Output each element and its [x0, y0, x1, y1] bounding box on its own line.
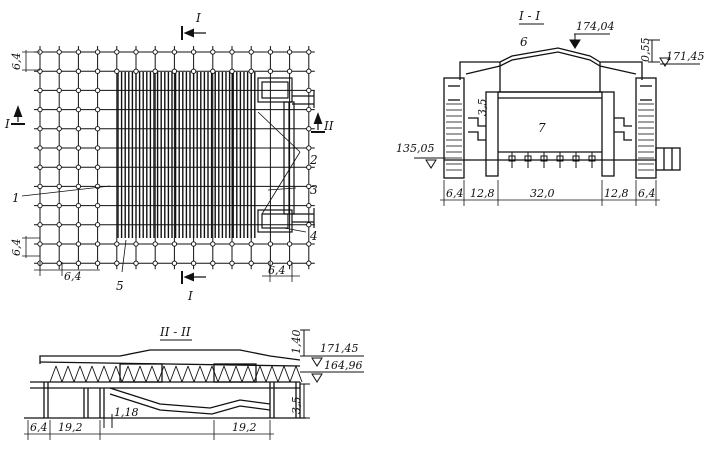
section-2-span-dimension-line	[24, 420, 274, 440]
section-2-elev-top: 171,45	[320, 342, 359, 355]
section-1-span-dimension-line	[440, 180, 660, 206]
plan-inner-hatching	[117, 72, 256, 238]
plan-callout-2: 2	[309, 153, 318, 167]
plan-grid-nodes	[37, 49, 312, 266]
section-1-span-1: 6,4	[446, 187, 464, 200]
section-1-elev-left: 135,05	[396, 142, 435, 155]
section-1-elev-right: 171,45	[666, 50, 705, 63]
plan-right-equipment	[257, 77, 315, 233]
section-1-hall-posts	[508, 152, 596, 168]
plan-callout-5: 5	[116, 279, 124, 293]
section-1-title: I - I	[518, 9, 540, 23]
section-1-span-3: 32,0	[530, 187, 555, 200]
section-1-span-4: 12,8	[604, 187, 629, 200]
section-2-truss	[49, 365, 303, 383]
section-1-elev-roof: 174,04	[576, 20, 615, 33]
section-1-label-hall: 7	[538, 121, 546, 135]
section-2-dim-ramp: 1,18	[114, 406, 139, 419]
plan-section-mark-right: II	[323, 119, 334, 133]
section-1-label-roof: 6	[520, 35, 528, 49]
section-1-elevation-markers	[414, 33, 700, 169]
section-1-structure	[443, 47, 681, 179]
plan-dim-bottom-left: 6,4	[64, 270, 82, 283]
plan-dimension-lines	[22, 50, 300, 282]
section-1-span-5: 6,4	[638, 187, 656, 200]
section-2-title: II - II	[159, 325, 191, 339]
plan-section-mark-top: I	[195, 11, 201, 25]
section-cut-markers	[11, 26, 325, 284]
section-2-elev-bottom: 164,96	[324, 359, 363, 372]
section-2-span-left-2: 19,2	[58, 421, 83, 434]
plan-callout-1: 1	[12, 191, 20, 205]
plan-section-mark-bottom: I	[187, 289, 193, 303]
section-2-span-left-1: 6,4	[30, 421, 48, 434]
section-2-elevation-markers	[103, 329, 364, 428]
plan-grid	[34, 46, 315, 270]
section-2-view: II - II	[24, 325, 364, 440]
plan-callout-leaders	[21, 111, 307, 273]
section-1-dim-vertical-inner: 3,5	[476, 99, 489, 117]
plan-dim-top-left: 6,4	[10, 53, 23, 71]
plan-callout-4: 4	[309, 229, 318, 243]
section-1-dim-vertical-right: 0,55	[639, 38, 652, 63]
section-1-span-2: 12,8	[470, 187, 495, 200]
plan-callout-3: 3	[310, 183, 318, 197]
plan-dim-bottom-left-vertical: 6,4	[10, 239, 23, 257]
plan-dim-bottom-right: 6,4	[268, 264, 286, 277]
section-2-structure	[24, 349, 306, 419]
section-2-dim-vertical-top: 1,40	[290, 330, 303, 355]
section-2-span-right: 19,2	[232, 421, 257, 434]
plan-section-mark-left: I	[4, 117, 10, 131]
section-1-view: I - I	[396, 9, 705, 206]
section-1-wall-hatching	[446, 103, 654, 171]
section-2-dim-vertical-bottom: 3,5	[290, 397, 303, 415]
plan-view: I I I II 6,4 6,4 6,4 6,4 1 2 3	[4, 11, 334, 303]
